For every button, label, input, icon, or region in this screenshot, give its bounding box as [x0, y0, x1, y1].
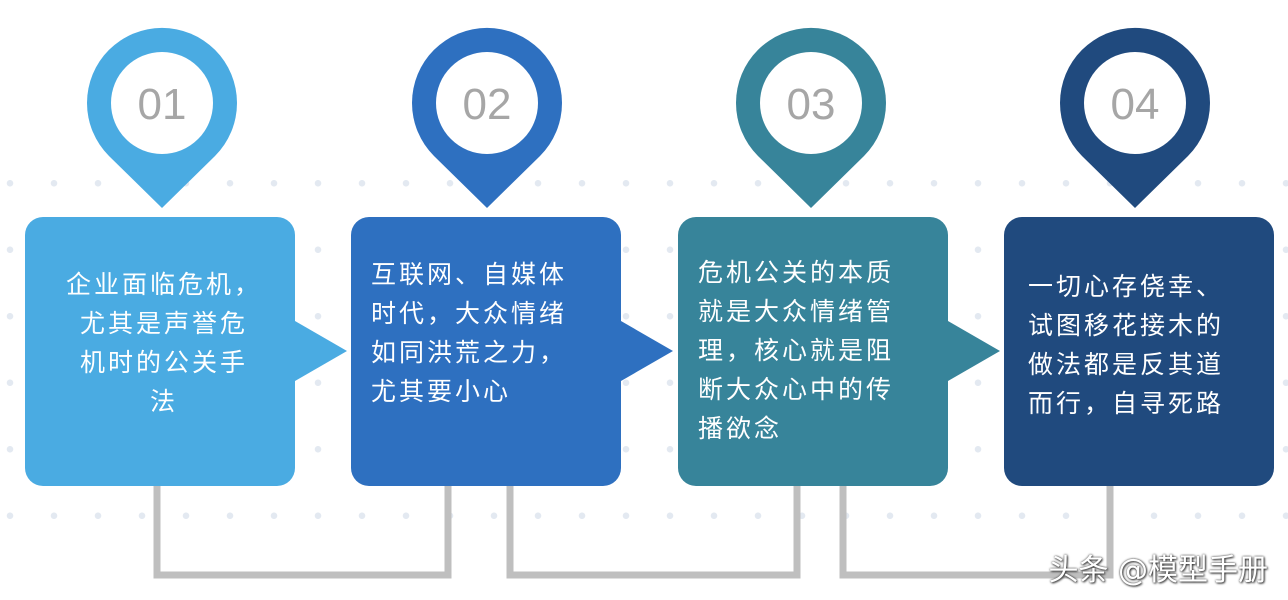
card-text-line: 机时的公关手: [79, 348, 248, 377]
card-text-line: 试图移花接木的: [1028, 311, 1225, 340]
arrow-right-icon: [295, 321, 347, 381]
step-number: 02: [462, 80, 512, 129]
pin-marker-1: 01: [87, 26, 237, 210]
step-number: 03: [786, 80, 836, 129]
connector-3-4: [839, 486, 1114, 579]
card-text-line: 危机公关的本质: [698, 258, 895, 287]
step-number: 04: [1110, 80, 1160, 129]
arrow-right-icon: [948, 321, 1000, 381]
card-text-line: 尤其是声誉危: [79, 309, 248, 338]
card-text-line: 断大众心中的传: [698, 375, 895, 404]
step-number: 01: [137, 80, 187, 129]
map-pin-icon: [412, 27, 562, 208]
card-text-line: 而行，自寻死路: [1028, 389, 1225, 418]
step-card-4: 一切心存侥幸、 试图移花接木的 做法都是反其道 而行，自寻死路: [1004, 217, 1274, 486]
map-pin-icon: [1060, 27, 1210, 208]
arrow-right-icon: [621, 321, 673, 381]
card-text-line: 企业面临危机，: [65, 270, 262, 299]
step-card-1: 企业面临危机， 尤其是声誉危 机时的公关手 法: [25, 217, 295, 486]
step-card-3: 危机公关的本质 就是大众情绪管 理，核心就是阻 断大众心中的传 播欲念: [678, 217, 948, 486]
card-text-line: 尤其要小心: [371, 377, 512, 406]
map-pin-icon: [87, 27, 237, 208]
card-text-line: 一切心存侥幸、: [1028, 272, 1225, 301]
card-text-line: 理，核心就是阻: [698, 336, 895, 365]
card-text-line: 如同洪荒之力，: [371, 338, 568, 367]
card-text-line: 做法都是反其道: [1028, 350, 1225, 379]
card-text-line: 法: [149, 387, 178, 416]
card-text-line: 就是大众情绪管: [698, 297, 895, 326]
connector-2-3: [506, 486, 801, 579]
card-text-line: 播欲念: [698, 414, 783, 443]
step-card-2: 互联网、自媒体 时代，大众情绪 如同洪荒之力， 尤其要小心: [351, 217, 621, 486]
watermark: 头条 @模型手册: [1048, 553, 1268, 588]
pin-marker-2: 02: [412, 26, 562, 210]
connector-1-2: [153, 486, 452, 579]
pin-marker-4: 04: [1060, 26, 1210, 210]
map-pin-icon: [736, 27, 886, 208]
card-text-line: 互联网、自媒体: [371, 260, 568, 289]
card-text-line: 时代，大众情绪: [371, 299, 568, 328]
pin-marker-3: 03: [736, 26, 886, 210]
